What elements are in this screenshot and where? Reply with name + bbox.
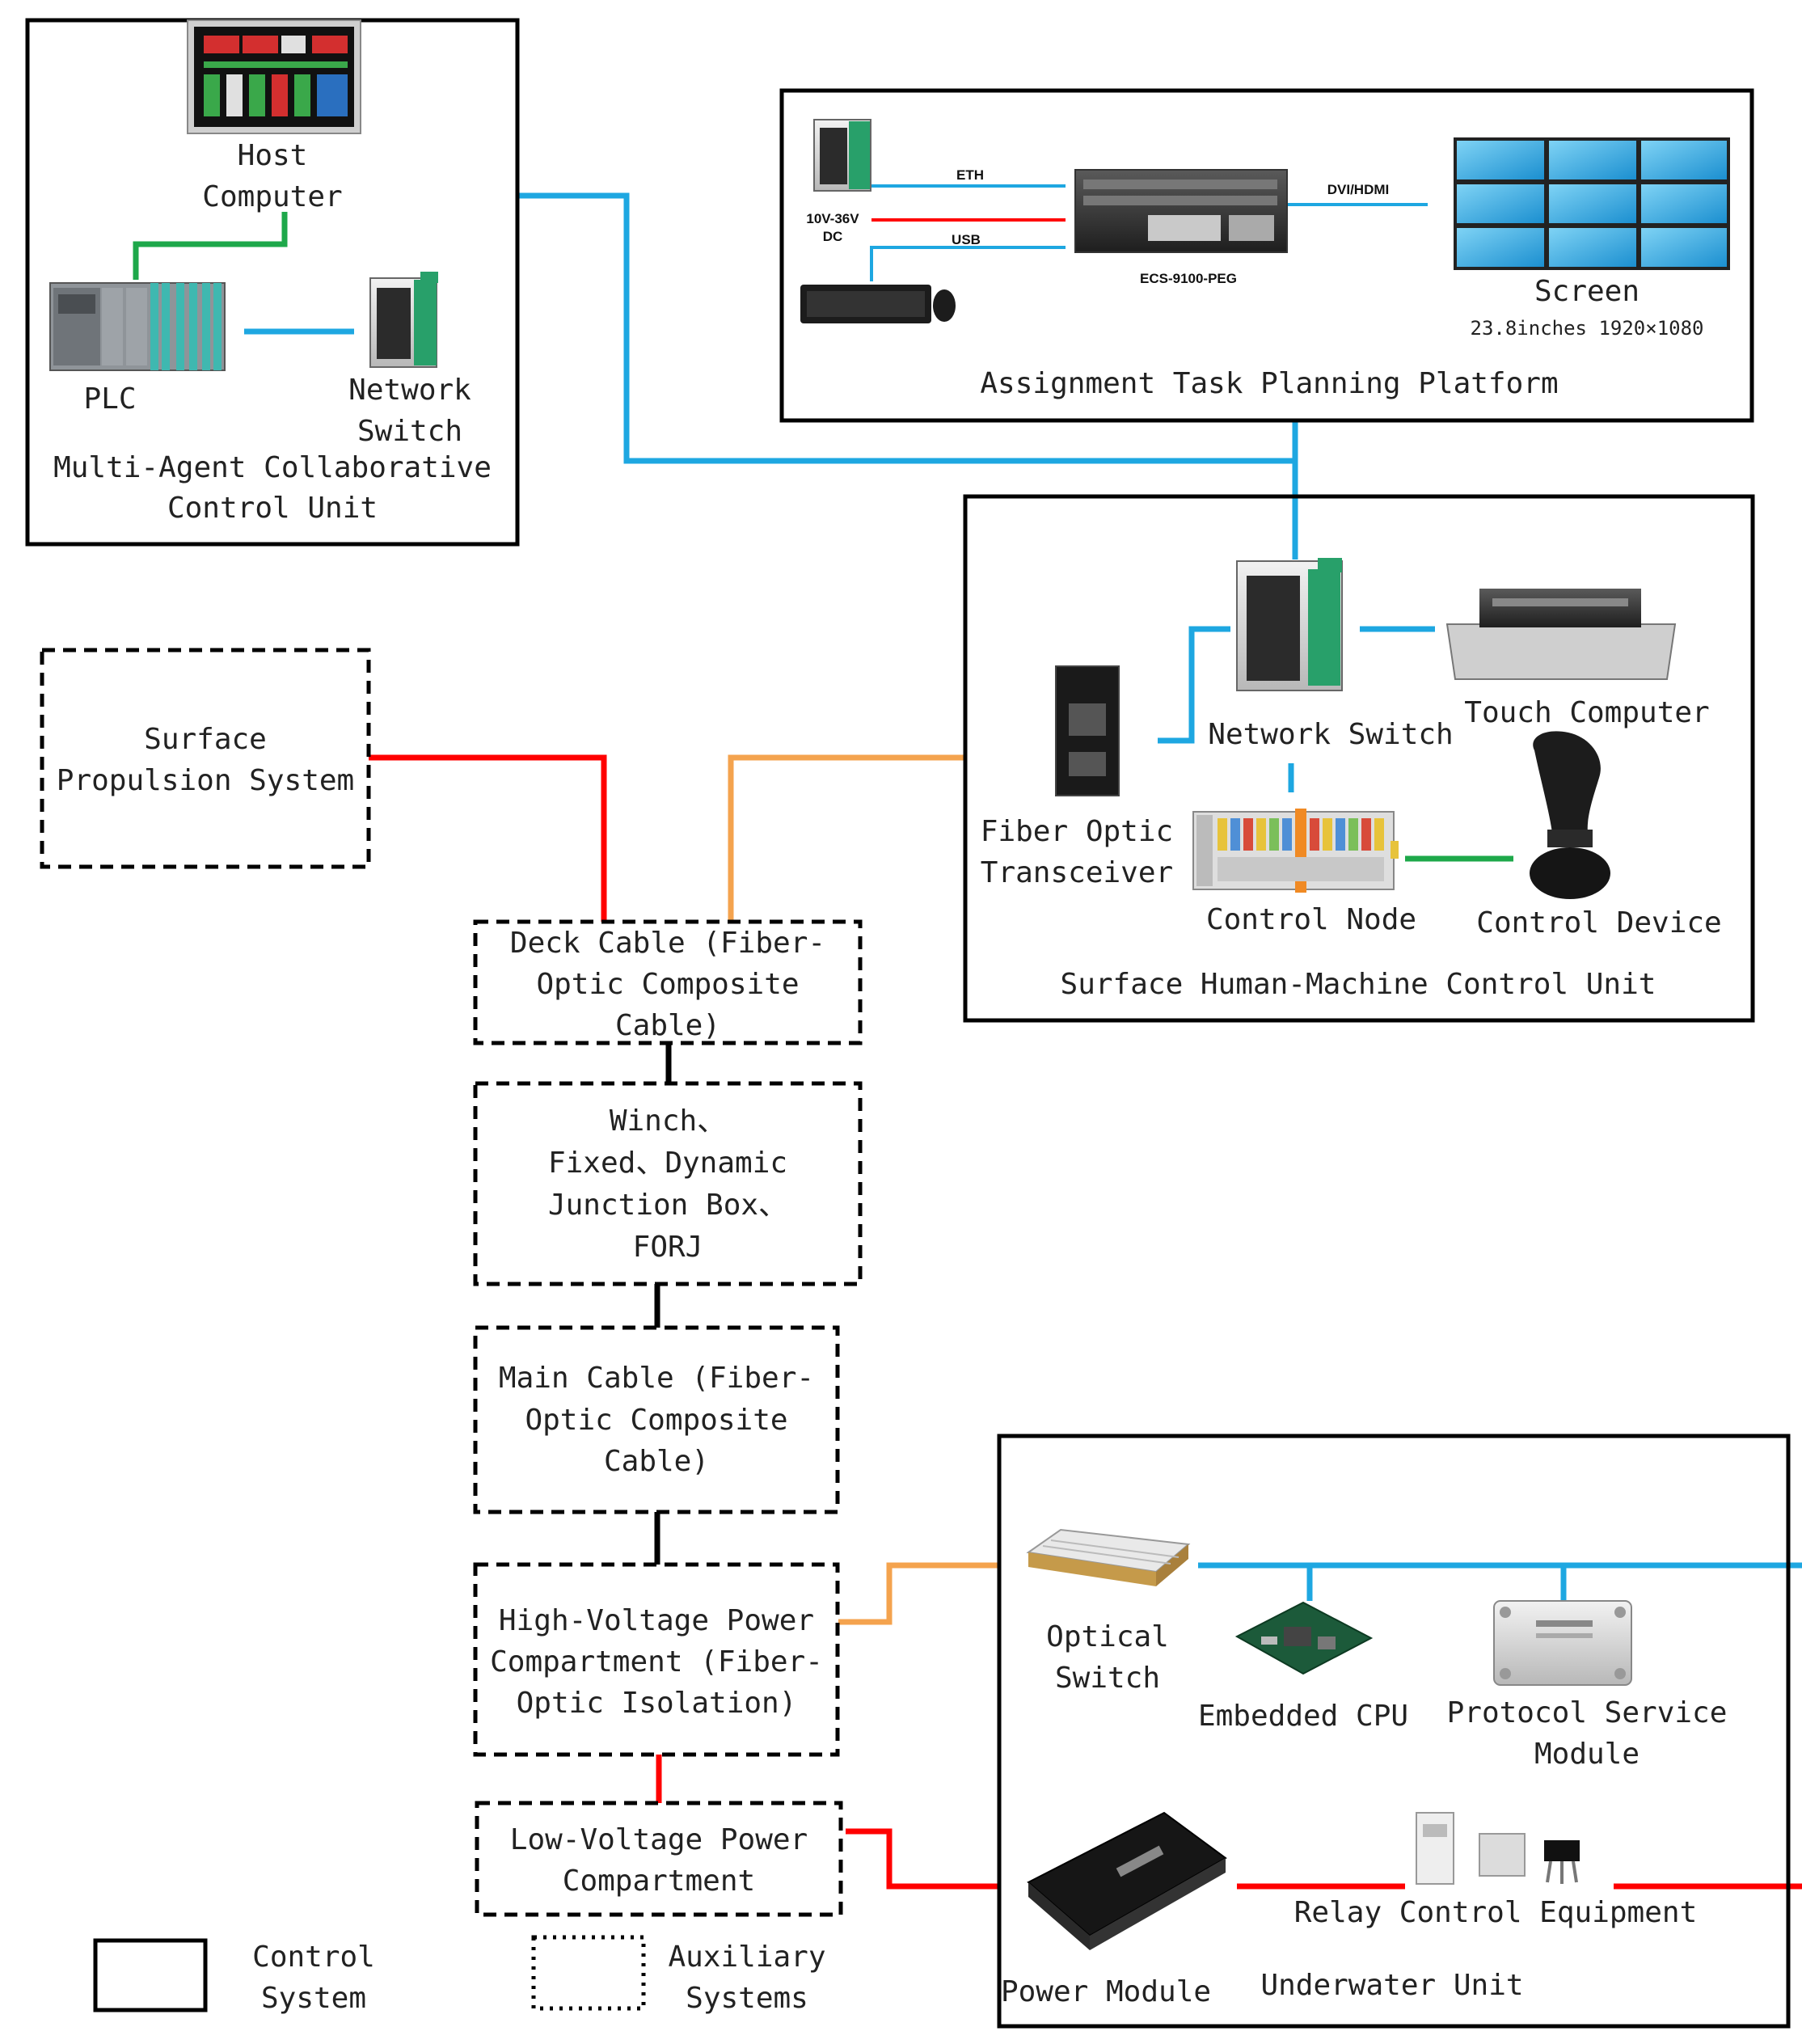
computer-model-label: ECS-9100-PEG <box>1140 271 1237 286</box>
winch-label-1: Winch、 <box>610 1104 726 1138</box>
joystick-icon[interactable] <box>1530 731 1610 899</box>
screen-label: Screen <box>1534 275 1640 308</box>
underwater-unit-title: Underwater Unit <box>1260 1969 1523 2002</box>
touch-computer-label: Touch Computer <box>1464 696 1709 729</box>
protocol-module-label-1: Protocol Service <box>1447 1696 1728 1729</box>
plc-label: PLC <box>83 382 136 416</box>
surface-hmi-frame <box>963 494 1755 1023</box>
legend-auxiliary-swatch <box>531 1935 646 2011</box>
hmi-network-switch-icon[interactable] <box>1236 558 1343 691</box>
auxiliary-systems: Surface Propulsion System Deck Cable (Fi… <box>40 648 863 1917</box>
touch-computer-icon[interactable] <box>1445 589 1677 680</box>
network-switch-label-1: Network <box>348 374 471 407</box>
network-switch-label-2: Switch <box>357 415 462 448</box>
dvi-label: DVI/HDMI <box>1327 182 1390 197</box>
lv-label-2: Compartment <box>563 1865 755 1898</box>
deck-cable-label-2: Optic Composite <box>536 968 799 1001</box>
fiber-transceiver-label-2: Transceiver <box>981 856 1173 889</box>
legend-control-swatch <box>93 1938 208 2012</box>
task-platform-title: Assignment Task Planning Platform <box>980 367 1558 400</box>
ethernet-link-transceiver-switch <box>1158 626 1230 744</box>
ethernet-link-multi-agent <box>517 192 1295 464</box>
underwater-unit: Optical Switch Embedded CPU Protocol Ser… <box>997 1434 1791 2029</box>
embedded-cpu-icon[interactable] <box>1234 1601 1374 1675</box>
legend-control-label-1: Control <box>252 1941 375 1974</box>
task-platform-frame <box>779 88 1754 423</box>
hv-label-2: Compartment (Fiber- <box>490 1645 823 1679</box>
eth-label: ETH <box>956 167 984 183</box>
host-computer-label-1: Host <box>238 139 308 172</box>
fiber-transceiver-label-1: Fiber Optic <box>981 815 1173 848</box>
relay-icon[interactable] <box>1416 1812 1580 1885</box>
lv-compartment-box[interactable] <box>475 1801 843 1917</box>
surface-hmi-title: Surface Human-Machine Control Unit <box>1061 968 1656 1001</box>
fiber-transceiver-icon[interactable] <box>1055 665 1120 796</box>
hv-label-1: High-Voltage Power <box>499 1604 814 1637</box>
legend: Control System Auxiliary Systems <box>93 1935 826 2015</box>
control-node-icon[interactable] <box>1192 809 1399 893</box>
platform-switch-icon[interactable] <box>813 119 871 192</box>
lv-label-1: Low-Voltage Power <box>510 1823 808 1856</box>
host-computer-icon[interactable] <box>187 19 361 134</box>
surface-hmi-control-unit: Network Switch Touch Computer Fiber Opti… <box>963 494 1755 1023</box>
fiber-link-hmi-deck <box>728 754 965 922</box>
control-node-label: Control Node <box>1206 903 1416 936</box>
fiber-link-hv-optical <box>838 1562 999 1625</box>
legend-aux-label-2: Systems <box>686 1982 808 2015</box>
power-label-2: DC <box>823 229 843 244</box>
protocol-module-label-2: Module <box>1534 1738 1640 1771</box>
screen-wall-icon[interactable] <box>1454 137 1730 270</box>
hmi-network-switch-label: Network Switch <box>1208 718 1453 751</box>
protocol-module-icon[interactable] <box>1493 1600 1632 1686</box>
multi-agent-unit-title-2: Control Unit <box>167 492 378 525</box>
legend-aux-label-1: Auxiliary <box>668 1941 825 1974</box>
winch-label-3: Junction Box、 <box>548 1189 787 1222</box>
screen-spec-label: 23.8inches 1920×1080 <box>1471 317 1704 340</box>
relay-label: Relay Control Equipment <box>1294 1896 1698 1929</box>
hv-label-3: Optic Isolation) <box>517 1687 797 1720</box>
usb-label: USB <box>952 232 981 247</box>
power-module-icon[interactable] <box>1027 1811 1227 1950</box>
deck-cable-label-3: Cable) <box>615 1009 720 1042</box>
power-label-1: 10V-36V <box>806 211 859 226</box>
power-link-lv-powermodule <box>846 1828 999 1890</box>
main-cable-label-2: Optic Composite <box>525 1404 787 1437</box>
usb-link-platform <box>870 246 1066 281</box>
plc-icon[interactable] <box>49 282 226 371</box>
underwater-unit-frame <box>997 1434 1791 2029</box>
deck-cable-label-1: Deck Cable (Fiber- <box>510 927 825 960</box>
propulsion-label-1: Surface <box>144 723 267 756</box>
control-link-host-plc <box>133 212 288 280</box>
optical-switch-label-2: Switch <box>1055 1662 1160 1695</box>
legend-control-label-2: System <box>261 1982 366 2015</box>
power-module-label: Power Module <box>1001 1975 1211 2008</box>
connection-wires <box>133 184 1802 1890</box>
main-cable-box[interactable] <box>473 1325 840 1514</box>
optical-switch-icon[interactable] <box>1026 1528 1191 1586</box>
main-cable-label-3: Cable) <box>604 1445 709 1478</box>
winch-box[interactable] <box>473 1081 863 1286</box>
deck-cable-box[interactable] <box>473 919 863 1045</box>
embedded-computer-icon[interactable] <box>1074 169 1288 253</box>
control-device-label: Control Device <box>1476 906 1721 940</box>
embedded-cpu-label: Embedded CPU <box>1198 1700 1408 1733</box>
propulsion-box[interactable] <box>40 648 371 869</box>
winch-label-4: FORJ <box>633 1231 703 1264</box>
task-planning-platform: ETH 10V-36V DC USB ECS-9100-PEG DVI/HDMI <box>779 88 1754 423</box>
hv-compartment-box[interactable] <box>473 1562 840 1757</box>
network-switch-icon[interactable] <box>369 272 438 368</box>
multi-agent-control-unit: Host Computer PLC Network Switch Multi-A… <box>25 18 520 547</box>
propulsion-label-2: Propulsion System <box>57 764 354 797</box>
main-cable-label-1: Main Cable (Fiber- <box>499 1362 814 1395</box>
winch-label-2: Fixed、Dynamic <box>548 1147 787 1180</box>
optical-switch-label-1: Optical <box>1046 1620 1169 1653</box>
power-link-propulsion-deck <box>369 754 607 922</box>
keyboard-mouse-icon[interactable] <box>800 285 956 323</box>
multi-agent-unit-title-1: Multi-Agent Collaborative <box>53 451 492 484</box>
host-computer-label-2: Computer <box>202 180 342 213</box>
